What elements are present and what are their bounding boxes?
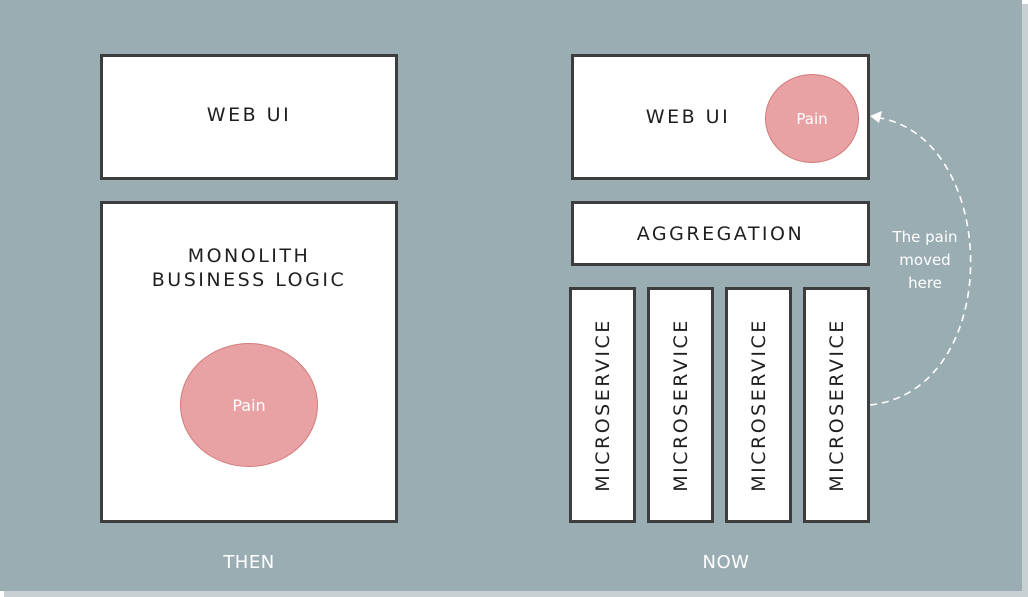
note-line2: moved [899, 251, 951, 269]
then-web-ui-label: WEB UI [206, 104, 292, 126]
now-web-ui-label: WEB UI [645, 106, 731, 128]
microservice-box: MICROSERVICE [803, 287, 870, 523]
then-web-ui-box: WEB UI [100, 54, 398, 180]
monolith-label-line1: MONOLITH [187, 245, 311, 267]
then-pain-label: Pain [232, 395, 266, 415]
note-line1: The pain [892, 228, 958, 246]
note-line3: here [908, 274, 942, 292]
aggregation-label: AGGREGATION [636, 223, 805, 245]
now-pain-label: Pain [796, 109, 828, 128]
monolith-label-line2: BUSINESS LOGIC [151, 269, 347, 291]
arrow-head-icon [870, 111, 882, 123]
pain-moved-note: The pain moved here [882, 226, 968, 295]
microservice-box: MICROSERVICE [647, 287, 714, 523]
now-pain-circle: Pain [765, 74, 859, 163]
aggregation-box: AGGREGATION [571, 201, 870, 266]
frame-shadow-right [1022, 4, 1028, 597]
microservice-box: MICROSERVICE [569, 287, 636, 523]
then-caption: THEN [223, 552, 275, 573]
then-pain-circle: Pain [180, 343, 318, 467]
microservice-box: MICROSERVICE [725, 287, 792, 523]
then-monolith-box: MONOLITH BUSINESS LOGIC Pain [100, 201, 398, 523]
now-web-ui-box: WEB UI Pain [571, 54, 870, 180]
now-caption: NOW [702, 552, 750, 573]
frame-shadow-bottom [4, 591, 1028, 597]
